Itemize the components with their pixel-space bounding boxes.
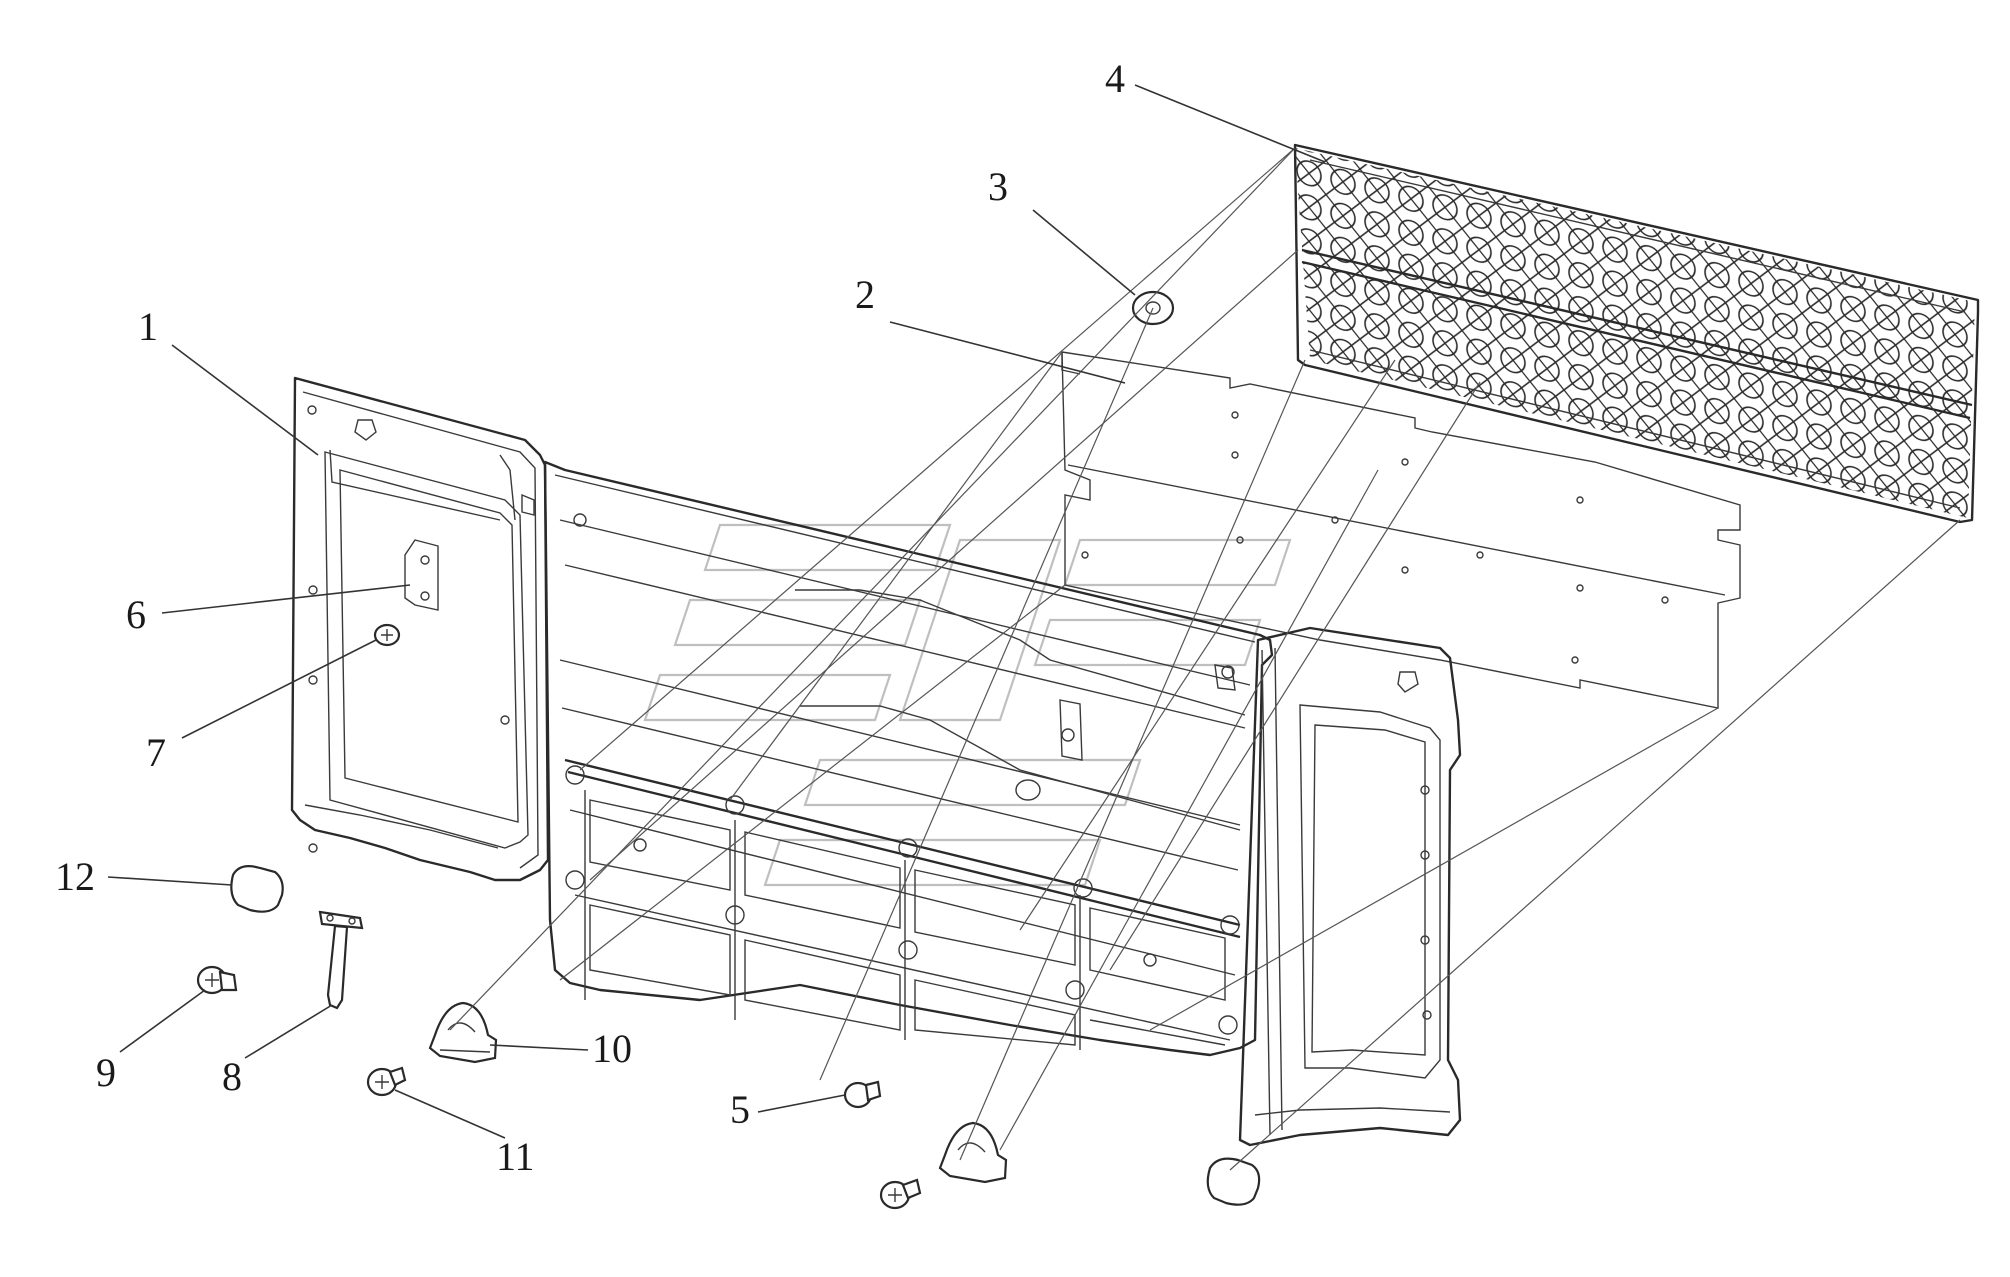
bolt-lower-left-part <box>366 1066 407 1097</box>
callout-6: 6 <box>126 592 146 637</box>
leader-10 <box>489 1044 589 1051</box>
leader-11 <box>394 1089 506 1139</box>
housing-bracket-left-part <box>428 1001 498 1064</box>
leader-8 <box>244 1004 333 1059</box>
callout-5: 5 <box>730 1087 750 1132</box>
bump-stop-left-part <box>230 865 284 913</box>
housing-bracket-center-part <box>938 1121 1008 1184</box>
callout-9: 9 <box>96 1050 116 1095</box>
callout-12: 12 <box>55 854 95 899</box>
right-end-cap-part <box>1214 626 1462 1147</box>
callout-11: 11 <box>496 1134 535 1179</box>
leader-6 <box>161 584 411 614</box>
leader-lines <box>107 84 1326 1139</box>
callout-3: 3 <box>988 164 1008 209</box>
bracket-plate-part <box>404 539 439 611</box>
seal-panel-part <box>1061 351 1741 709</box>
callout-labels: 1 2 3 4 5 6 7 8 9 10 11 12 <box>55 56 1125 1179</box>
strap-part <box>318 910 364 1010</box>
callout-10: 10 <box>592 1026 632 1071</box>
callout-7: 7 <box>146 730 166 775</box>
bump-stop-right-part <box>1206 1157 1261 1206</box>
assembly-guide-lines <box>449 147 1961 1171</box>
callout-2: 2 <box>855 272 875 317</box>
watermark-logo <box>643 523 1292 887</box>
leader-2 <box>889 321 1126 384</box>
grille-mesh-part <box>1293 143 1980 524</box>
callout-1: 1 <box>138 304 158 349</box>
bolt-left-part <box>196 965 238 995</box>
clip-part <box>843 1080 882 1109</box>
leader-9 <box>119 989 206 1053</box>
bolt-part <box>373 623 401 647</box>
leader-4 <box>1134 84 1326 163</box>
leader-12 <box>107 876 233 886</box>
callout-4: 4 <box>1105 56 1125 101</box>
leader-1 <box>171 344 319 456</box>
callout-8: 8 <box>222 1054 242 1099</box>
leader-7 <box>181 639 377 739</box>
leader-3 <box>1032 209 1136 296</box>
left-side-panel-part <box>290 376 550 882</box>
bolt-center-lower-part <box>879 1178 922 1210</box>
leader-5 <box>757 1094 846 1113</box>
